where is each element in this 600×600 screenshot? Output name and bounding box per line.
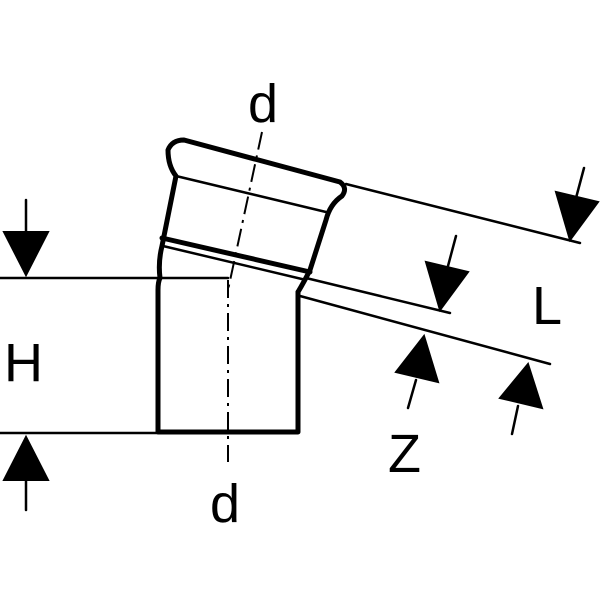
- offset-arrow-lower-stem: [406, 378, 418, 410]
- offset-arrow-upper-icon: [424, 260, 470, 313]
- offset-arrow-lower-icon: [394, 333, 440, 384]
- length-arrow-lower-icon: [498, 361, 544, 410]
- label-offset: Z: [388, 424, 421, 484]
- label-height: H: [4, 333, 43, 393]
- label-d-bottom: d: [210, 474, 240, 534]
- height-arrow-top-icon: [2, 231, 50, 278]
- label-d-top: d: [248, 74, 278, 134]
- height-dimension: [0, 198, 230, 512]
- socket-section: [156, 137, 348, 295]
- offset-arrow-upper-stem: [446, 234, 458, 268]
- label-length: L: [532, 276, 562, 336]
- length-ext-middle: [304, 276, 452, 315]
- length-ext-bottom: [298, 294, 552, 366]
- center-axes: [227, 131, 263, 462]
- length-dimension: [298, 166, 600, 436]
- socket-rim-line: [174, 174, 328, 214]
- height-arrow-bottom-icon: [2, 434, 50, 481]
- socket-body: [156, 137, 348, 295]
- length-arrow-upper-icon: [554, 190, 600, 243]
- length-arrow-lower-stem: [510, 404, 520, 436]
- length-arrow-upper-stem: [574, 166, 586, 200]
- length-ext-top: [344, 182, 582, 245]
- axis-angled: [227, 131, 263, 291]
